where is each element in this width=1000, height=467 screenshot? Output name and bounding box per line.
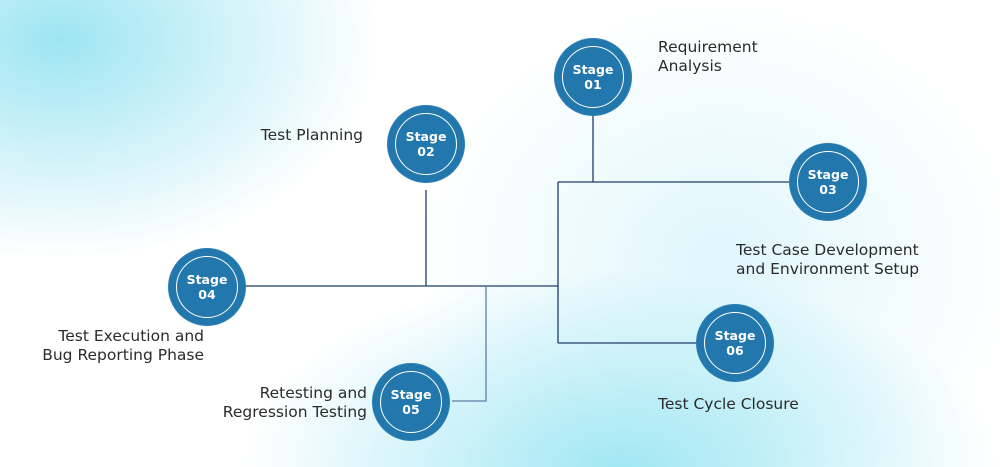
stage-03-label: Test Case Development and Environment Se… bbox=[736, 241, 919, 279]
stage-05-label: Retesting and Regression Testing bbox=[150, 384, 367, 422]
stage-01-label: Requirement Analysis bbox=[658, 38, 758, 76]
stage-02-word: Stage bbox=[405, 129, 447, 144]
stage-03-word: Stage bbox=[807, 167, 849, 182]
stage-02-label: Test Planning bbox=[200, 126, 363, 145]
stage-02-node: Stage 02 bbox=[388, 106, 464, 182]
stage-06-ring: Stage 06 bbox=[704, 312, 766, 374]
stage-03-number: 03 bbox=[819, 182, 837, 197]
stage-01-number: 01 bbox=[584, 77, 602, 92]
stage-05-label-line-2: Regression Testing bbox=[222, 403, 367, 421]
stage-02-number: 02 bbox=[417, 144, 435, 159]
stage-01-node: Stage 01 bbox=[555, 39, 631, 115]
stage-01-label-line-2: Analysis bbox=[658, 57, 722, 75]
stage-04-label-line-2: Bug Reporting Phase bbox=[42, 346, 204, 364]
stage-05-label-line-1: Retesting and bbox=[259, 384, 367, 402]
stage-01-ring: Stage 01 bbox=[562, 46, 624, 108]
stage-02-label-line-1: Test Planning bbox=[260, 126, 363, 144]
stage-05-word: Stage bbox=[390, 387, 432, 402]
stage-03-node: Stage 03 bbox=[790, 144, 866, 220]
stage-06-label-line-1: Test Cycle Closure bbox=[658, 395, 799, 413]
stage-04-ring: Stage 04 bbox=[176, 256, 238, 318]
stage-03-label-line-2: and Environment Setup bbox=[736, 260, 920, 278]
stage-04-label-line-1: Test Execution and bbox=[58, 327, 204, 345]
stage-03-label-line-1: Test Case Development bbox=[736, 241, 919, 259]
stage-01-word: Stage bbox=[572, 62, 614, 77]
stage-04-label: Test Execution and Bug Reporting Phase bbox=[0, 327, 204, 365]
stage-05-connector bbox=[452, 286, 487, 402]
stage-06-node: Stage 06 bbox=[697, 305, 773, 381]
stage-02-ring: Stage 02 bbox=[395, 113, 457, 175]
stage-05-number: 05 bbox=[402, 402, 420, 417]
stage-01-label-line-1: Requirement bbox=[658, 38, 758, 56]
stage-04-node: Stage 04 bbox=[169, 249, 245, 325]
stage-04-word: Stage bbox=[186, 272, 228, 287]
stage-06-label: Test Cycle Closure bbox=[658, 395, 799, 414]
stage-04-number: 04 bbox=[198, 287, 216, 302]
stage-06-word: Stage bbox=[714, 328, 756, 343]
stage-06-number: 06 bbox=[726, 343, 744, 358]
stage-05-ring: Stage 05 bbox=[380, 371, 442, 433]
stage-05-node: Stage 05 bbox=[373, 364, 449, 440]
stage-03-ring: Stage 03 bbox=[797, 151, 859, 213]
